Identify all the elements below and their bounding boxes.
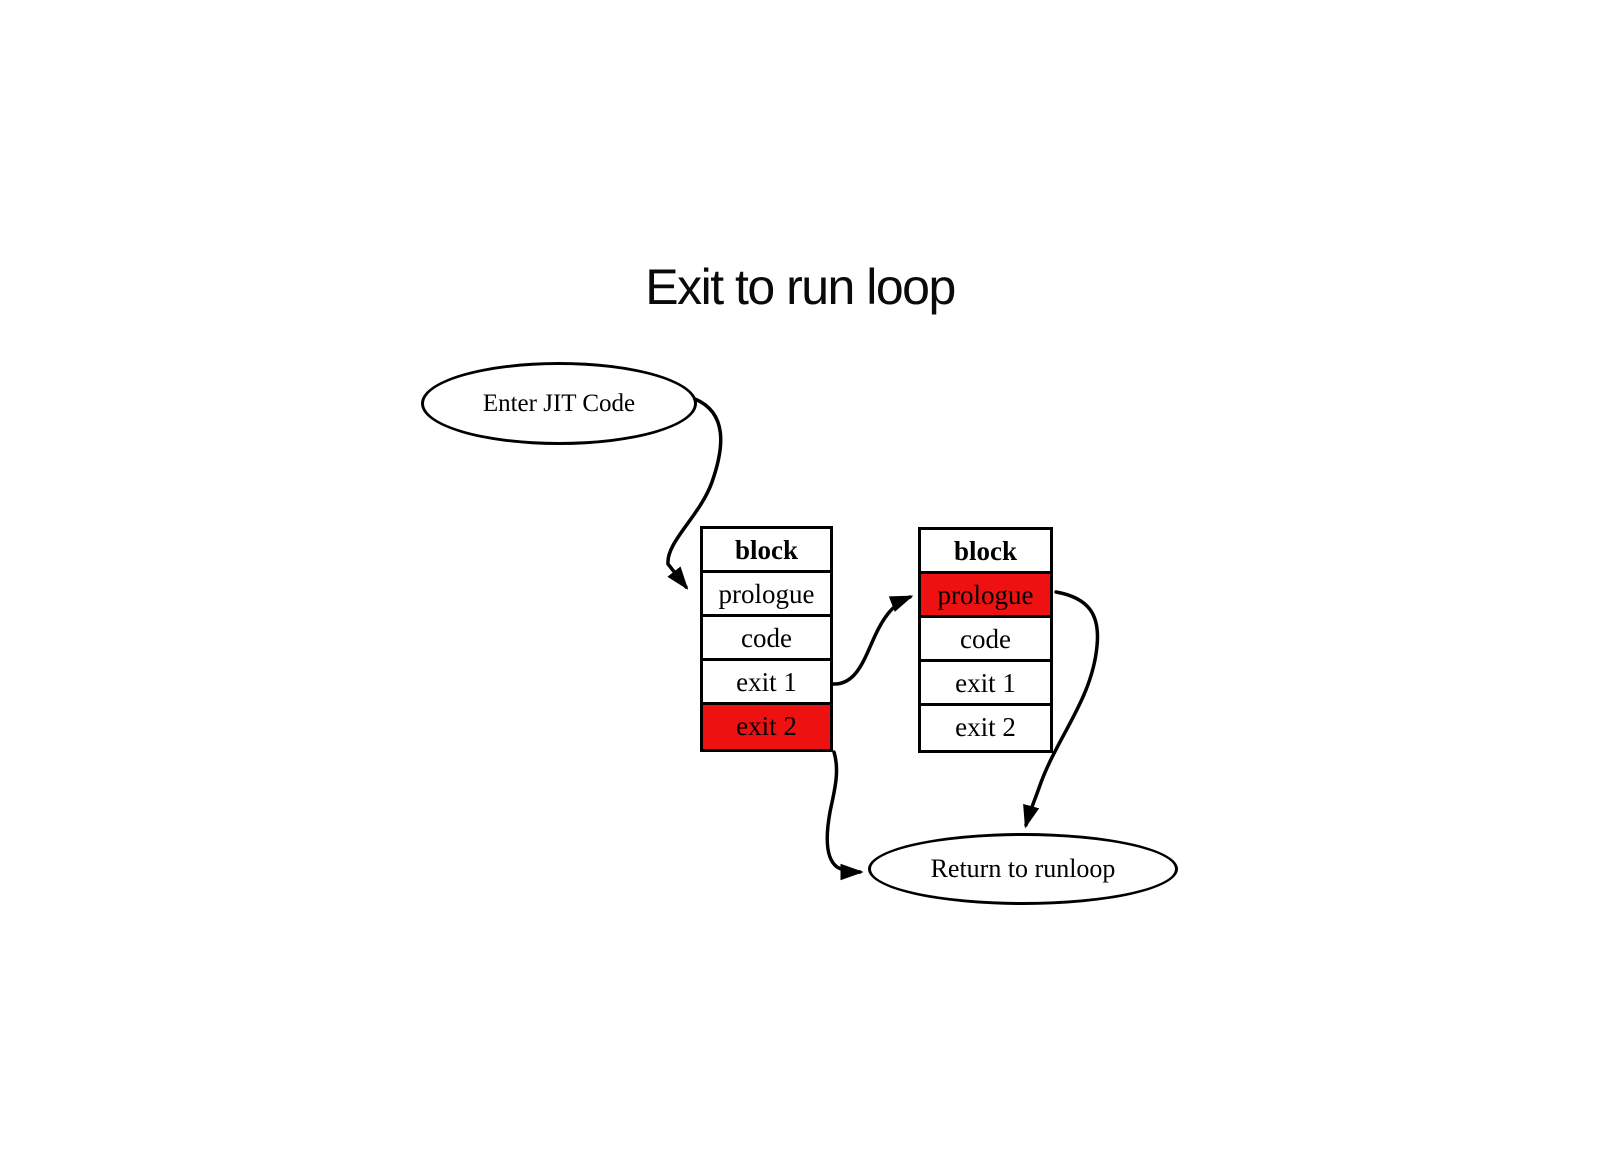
right-block-header-cell: block [921, 530, 1050, 574]
node-return-to-runloop: Return to runloop [868, 833, 1178, 905]
left-block-header-cell: block [703, 529, 830, 573]
left-block-row-prologue: prologue [703, 573, 830, 617]
left-block-row-exit-1: exit 1 [703, 661, 830, 705]
block-table-right: block prologue code exit 1 exit 2 [918, 527, 1053, 753]
node-enter-jit-code-label: Enter JIT Code [482, 389, 636, 417]
node-return-to-runloop-label: Return to runloop [930, 854, 1116, 883]
edge-left-exit2-to-return [825, 750, 864, 881]
left-block-row-code: code [703, 617, 830, 661]
right-block-row-exit-1: exit 1 [921, 662, 1050, 706]
left-block-row-exit-2: exit 2 [703, 705, 830, 749]
right-block-row-prologue: prologue [921, 574, 1050, 618]
node-enter-jit-code: Enter JIT Code [421, 362, 697, 445]
right-block-row-exit-2: exit 2 [921, 706, 1050, 750]
block-table-left: block prologue code exit 1 exit 2 [700, 526, 833, 752]
right-block-row-code: code [921, 618, 1050, 662]
edge-left-exit1-to-right-prologue [831, 595, 914, 686]
page-title: Exit to run loop [645, 259, 956, 315]
